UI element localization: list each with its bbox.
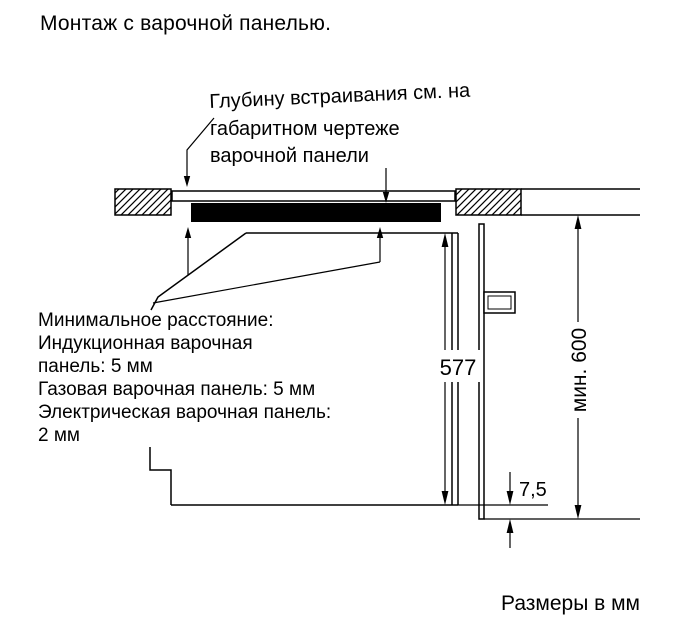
oven-left-base-step [149,447,172,505]
dim-600-label: мин. 600 [568,328,591,412]
dim-577-label: 577 [440,355,477,380]
minimum-distance-line6: 2 мм [38,425,80,446]
door-handle-inner [487,295,512,310]
dim-75-label: 7,5 [519,479,547,501]
min-distance-leader-line [152,261,381,304]
minimum-distance-line5: Электрическая варочная панель: [38,402,332,423]
countertop-hatch-left [114,188,172,216]
minimum-distance-note: Минимальное расстояние: Индукционная вар… [38,309,331,447]
door-handle [483,291,516,314]
hob-body [191,203,441,222]
dimension-577: 577 [434,233,482,505]
min-distance-leaders [152,227,384,304]
oven-left-chamfer [150,232,247,311]
countertop [114,188,640,216]
dim-577-arrow-bottom [441,491,449,505]
dimension-min-600: мин. 600 [568,215,591,519]
dimension-7-5: 7,5 [458,472,640,548]
countertop-hatch-right [455,188,522,216]
dim-600-arrow-top [574,215,582,229]
installation-depth-note-line3: варочной панели [210,145,369,167]
min-distance-arrowhead-up-left [184,227,192,238]
installation-depth-note-line2: габаритном чертеже [210,118,400,140]
annotation-leaders [183,117,390,203]
minimum-distance-line3: панель: 5 мм [38,356,153,377]
leader-arrowhead-down-center [382,192,390,203]
minimum-distance-line2: Индукционная варочная [38,333,253,354]
installation-depth-note: Глубину встраивания см. на габаритном че… [209,80,471,170]
dim-75-arrow-down [506,491,514,505]
leader-to-hob-edge [186,117,215,181]
leader-arrowhead-down-left [183,176,191,187]
dimensions-unit-note: Размеры в мм [501,592,640,615]
dim-75-arrow-up [506,519,514,533]
page-title: Монтаж с варочной панелью. [40,12,332,35]
dim-600-arrow-bottom [574,505,582,519]
dim-577-label-bg [434,350,482,382]
hob-glass [171,190,456,202]
minimum-distance-line1: Минимальное расстояние: [38,310,274,331]
hob [171,190,456,222]
dim-577-arrow-top [441,233,449,247]
min-distance-arrowhead-up-center [376,227,384,238]
minimum-distance-line4: Газовая варочная панель: 5 мм [38,379,316,400]
